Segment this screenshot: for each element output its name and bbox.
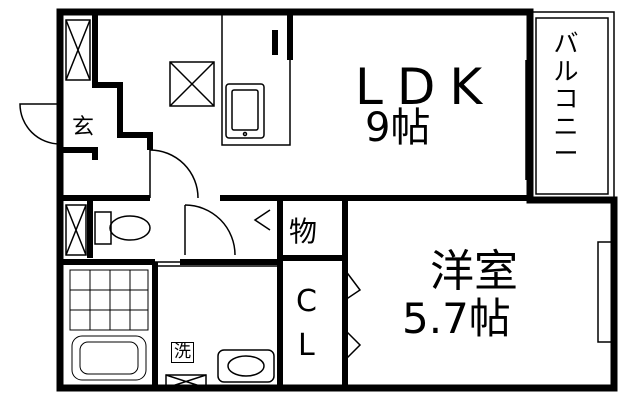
- laundry-label: 洗: [171, 342, 194, 363]
- doors: [19, 60, 527, 361]
- western-room-size-label: 5.7帖: [402, 294, 511, 343]
- closet-label-l: L: [298, 328, 315, 363]
- washbasin: [165, 349, 275, 389]
- toilet-fixture: [94, 211, 151, 245]
- closet-label-c: C: [296, 284, 317, 319]
- ldk-size-label: 9帖: [365, 105, 431, 151]
- bathroom: [69, 269, 149, 381]
- entrance-label: 玄: [72, 115, 95, 140]
- storage-label: 物: [289, 215, 318, 248]
- ldk-name-label: LDK: [355, 58, 497, 116]
- balcony-label: バルコニー: [553, 29, 579, 168]
- western-room-name-label: 洋室: [430, 246, 518, 297]
- thin-walls: [65, 11, 615, 343]
